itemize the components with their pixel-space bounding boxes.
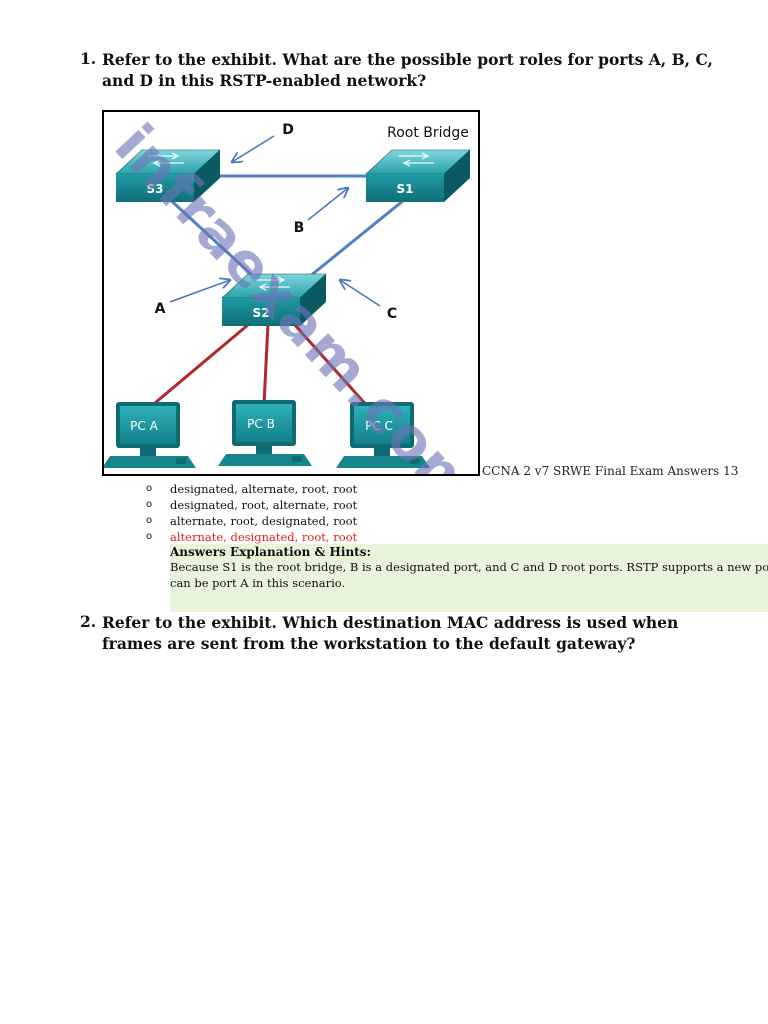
port-d-label: D — [282, 122, 294, 138]
bullet-icon: o — [146, 483, 153, 494]
option-2[interactable]: o designated, root, alternate, root — [146, 497, 357, 513]
port-arrows — [169, 135, 381, 307]
switch-s2-label: S2 — [253, 306, 270, 320]
port-a-label: A — [155, 301, 166, 317]
bullet-icon: o — [146, 515, 153, 526]
option-1-text: designated, alternate, root, root — [170, 482, 358, 496]
pc-b: PC B — [218, 400, 312, 466]
option-4-correct[interactable]: o alternate, designated, root, root — [146, 529, 357, 545]
exhibit-caption: CCNA 2 v7 SRWE Final Exam Answers 13 — [482, 464, 739, 478]
explanation-box: Answers Explanation & Hints: Because S1 … — [170, 544, 768, 612]
question-1-text: Refer to the exhibit. What are the possi… — [102, 50, 713, 90]
pc-a: PC A — [104, 402, 196, 468]
switch-s1: S1 — [365, 149, 471, 202]
pc-c: PC C — [336, 402, 430, 468]
explanation-title: Answers Explanation & Hints: — [170, 545, 371, 559]
explanation-line-2: can be port A in this scenario. — [170, 576, 346, 590]
question-2-text: Refer to the exhibit. Which destination … — [102, 613, 679, 653]
answer-options: o designated, alternate, root, root o desi… — [146, 481, 357, 545]
access-links — [148, 322, 371, 410]
pc-b-label: PC B — [247, 417, 275, 431]
bullet-icon: o — [146, 531, 153, 542]
option-3[interactable]: o alternate, root, designated, root — [146, 513, 357, 529]
switch-s1-label: S1 — [397, 182, 414, 196]
explanation-line-1: Because S1 is the root bridge, B is a de… — [170, 560, 768, 574]
bullet-icon: o — [146, 499, 153, 510]
question-1-number: 1. — [80, 49, 97, 68]
port-b-label: B — [294, 220, 305, 236]
network-exhibit: S3 S1 S2 Root Bridge D B A — [102, 110, 480, 476]
question-2-number: 2. — [80, 612, 97, 631]
option-3-text: alternate, root, designated, root — [170, 514, 358, 528]
trunk-links — [162, 174, 405, 279]
port-c-label: C — [387, 306, 397, 322]
switch-s3: S3 — [115, 149, 221, 202]
option-1[interactable]: o designated, alternate, root, root — [146, 481, 357, 497]
switch-s2: S2 — [221, 273, 327, 326]
switch-s3-label: S3 — [147, 182, 164, 196]
pc-c-label: PC C — [365, 419, 393, 433]
root-bridge-label: Root Bridge — [387, 125, 469, 141]
option-4-text: alternate, designated, root, root — [170, 530, 358, 544]
option-2-text: designated, root, alternate, root — [170, 498, 358, 512]
pc-a-label: PC A — [130, 419, 158, 433]
